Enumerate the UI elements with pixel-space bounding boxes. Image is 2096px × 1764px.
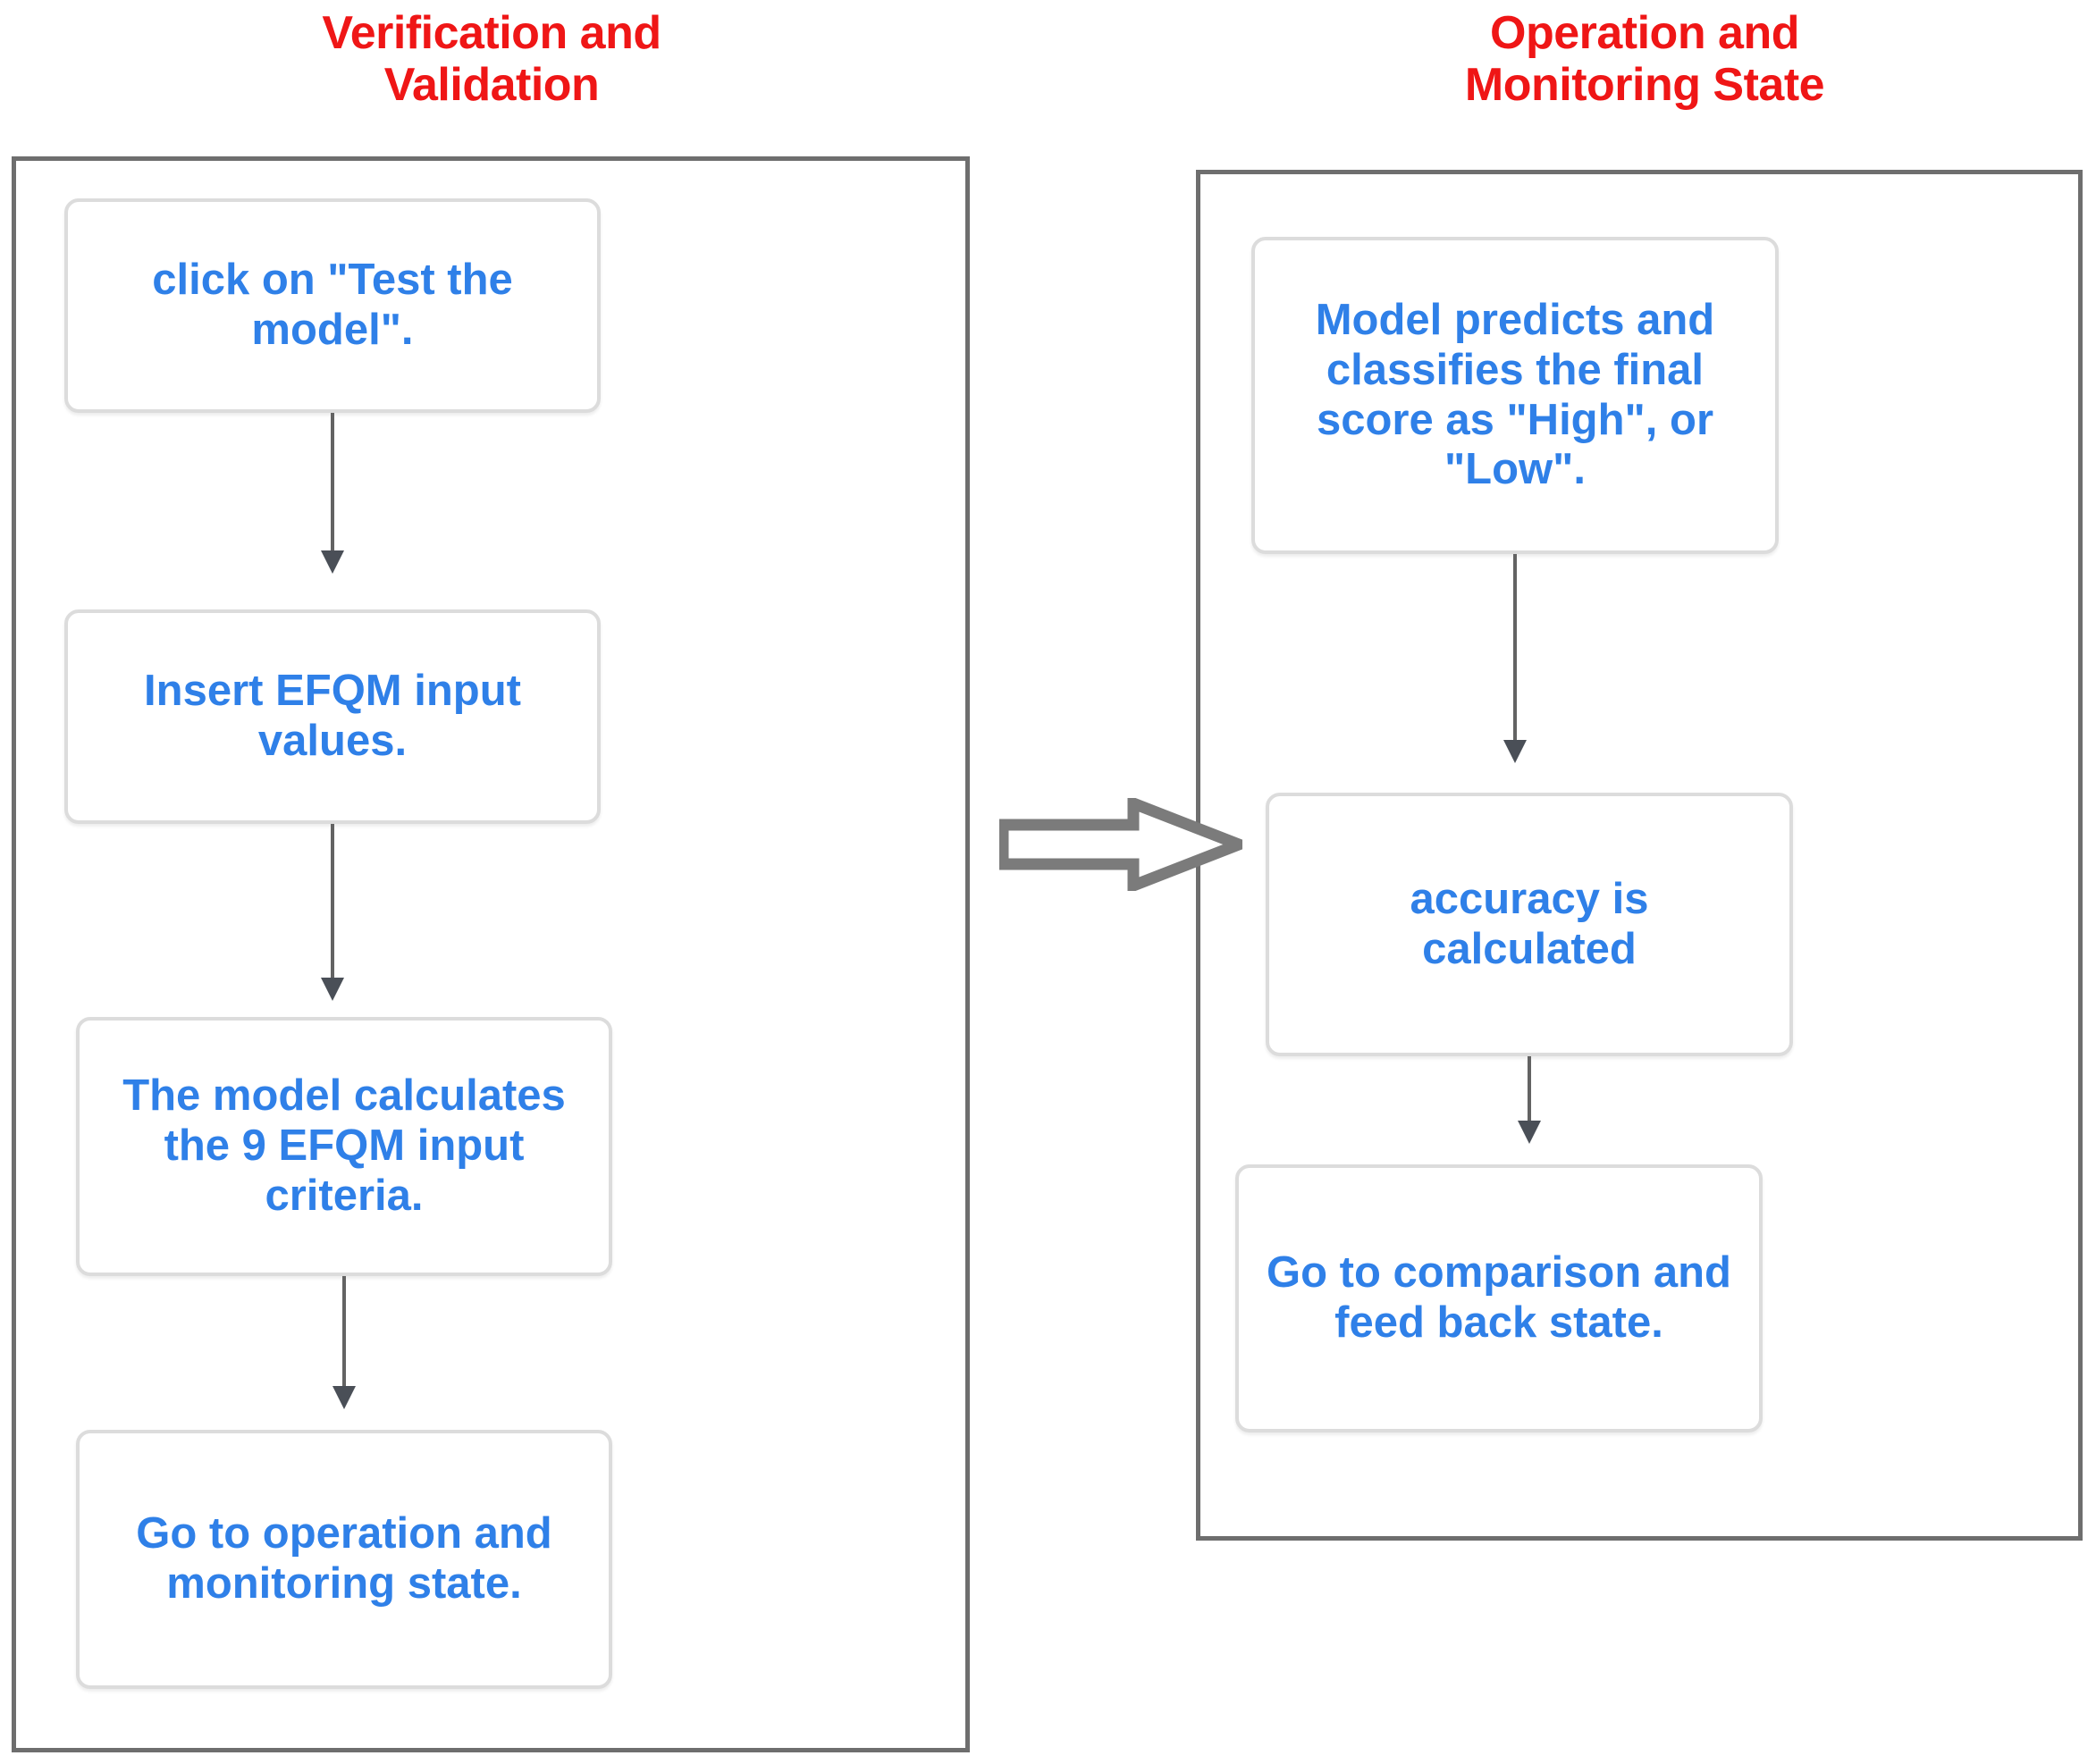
connector-line-r1-to-r2 — [1513, 554, 1517, 758]
process-box-label: Go to comparison and feed back state. — [1267, 1248, 1731, 1347]
process-box-calculate-criteria[interactable]: The model calculates the 9 EFQM input cr… — [76, 1017, 612, 1276]
column-title-operation-and-monitoring-state: Operation and Monitoring State — [1464, 7, 1825, 112]
connector-line-l3-to-l4 — [342, 1276, 346, 1406]
process-box-go-to-operation[interactable]: Go to operation and monitoring state. — [76, 1430, 612, 1689]
process-box-insert-efqm-values[interactable]: Insert EFQM input values. — [64, 609, 601, 824]
process-box-accuracy-calculated[interactable]: accuracy is calculated — [1266, 793, 1793, 1056]
arrowhead-down-icon — [321, 978, 344, 1001]
process-box-label: Insert EFQM input values. — [144, 667, 521, 765]
connector-line-l2-to-l3 — [331, 824, 334, 994]
column-title-verification-and-validation: Verification and Validation — [322, 7, 661, 112]
connector-line-l1-to-l2 — [331, 413, 334, 567]
process-box-model-predicts[interactable]: Model predicts and classifies the final … — [1251, 237, 1779, 554]
arrowhead-down-icon — [1518, 1121, 1541, 1144]
process-box-go-to-comparison[interactable]: Go to comparison and feed back state. — [1235, 1164, 1763, 1432]
connector-line-r2-to-r3 — [1528, 1056, 1531, 1135]
process-box-click-test-model[interactable]: click on "Test the model". — [64, 198, 601, 413]
process-box-label: The model calculates the 9 EFQM input cr… — [122, 1071, 566, 1220]
state-transition-arrow-icon — [999, 798, 1242, 891]
arrowhead-down-icon — [332, 1386, 356, 1409]
process-box-label: Go to operation and monitoring state. — [136, 1509, 552, 1608]
process-box-label: click on "Test the model". — [152, 256, 513, 354]
process-box-label: accuracy is calculated — [1410, 874, 1649, 973]
arrowhead-down-icon — [1503, 740, 1527, 763]
process-box-label: Model predicts and classifies the final … — [1315, 295, 1715, 494]
arrowhead-down-icon — [321, 550, 344, 574]
